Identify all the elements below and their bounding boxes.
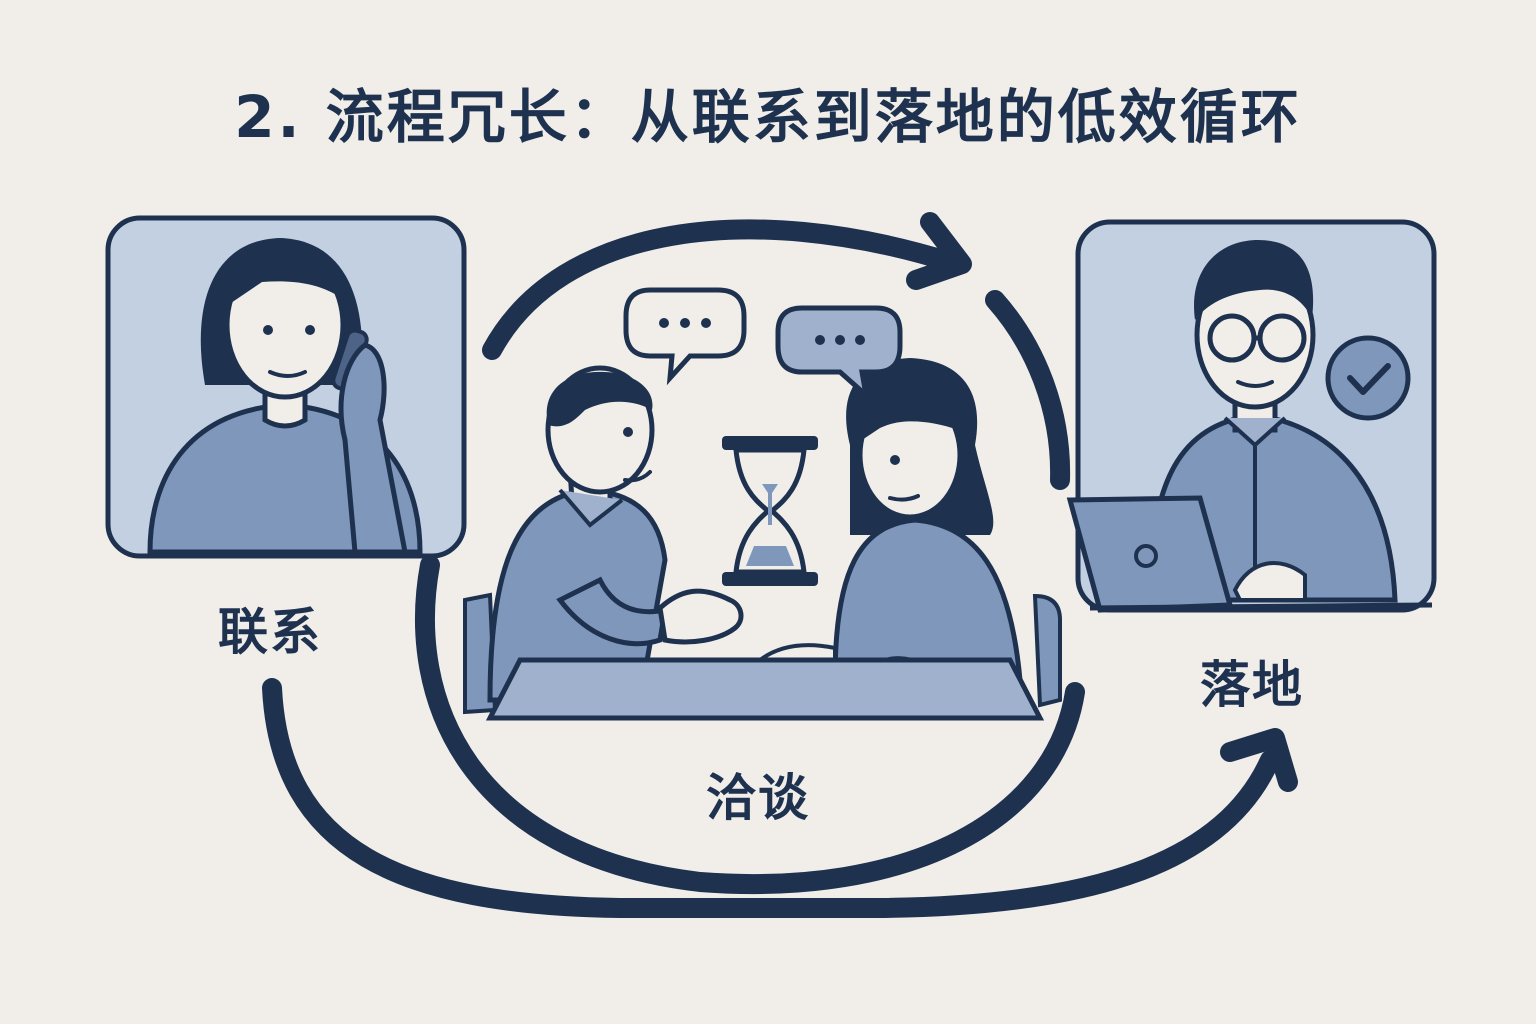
- man-talking-figure: [487, 365, 744, 703]
- woman-listening-figure: [757, 358, 1023, 687]
- speech-bubble-icon: [775, 305, 903, 402]
- stage-label-negotiate: 洽谈: [706, 769, 810, 827]
- laptop-icon: [1066, 495, 1433, 613]
- diagram-title: 2. 流程冗长：从联系到落地的低效循环: [234, 83, 1302, 151]
- negotiate-scene: [463, 287, 1062, 721]
- stage-label-land: 落地: [1200, 656, 1304, 714]
- cycle-arrows: [262, 212, 1298, 918]
- arrowhead-right: [906, 212, 972, 290]
- hourglass-icon: [722, 436, 818, 586]
- right-loop-arrow: [985, 290, 1071, 490]
- man-with-laptop-figure: [1066, 240, 1433, 613]
- land-panel: [1066, 219, 1437, 613]
- checkmark-icon: [1325, 335, 1411, 421]
- main-loop-arrow: [414, 555, 1085, 895]
- speech-bubble-icon: [623, 287, 747, 386]
- glasses-icon: [1207, 313, 1307, 363]
- stage-label-contact: 联系: [218, 603, 322, 661]
- top-loop-arrow: [482, 219, 960, 360]
- bottom-sweep-arrow: [262, 678, 1280, 918]
- woman-on-phone-figure: [147, 238, 423, 555]
- contact-panel: [105, 215, 467, 559]
- arrowhead-up: [1220, 728, 1298, 792]
